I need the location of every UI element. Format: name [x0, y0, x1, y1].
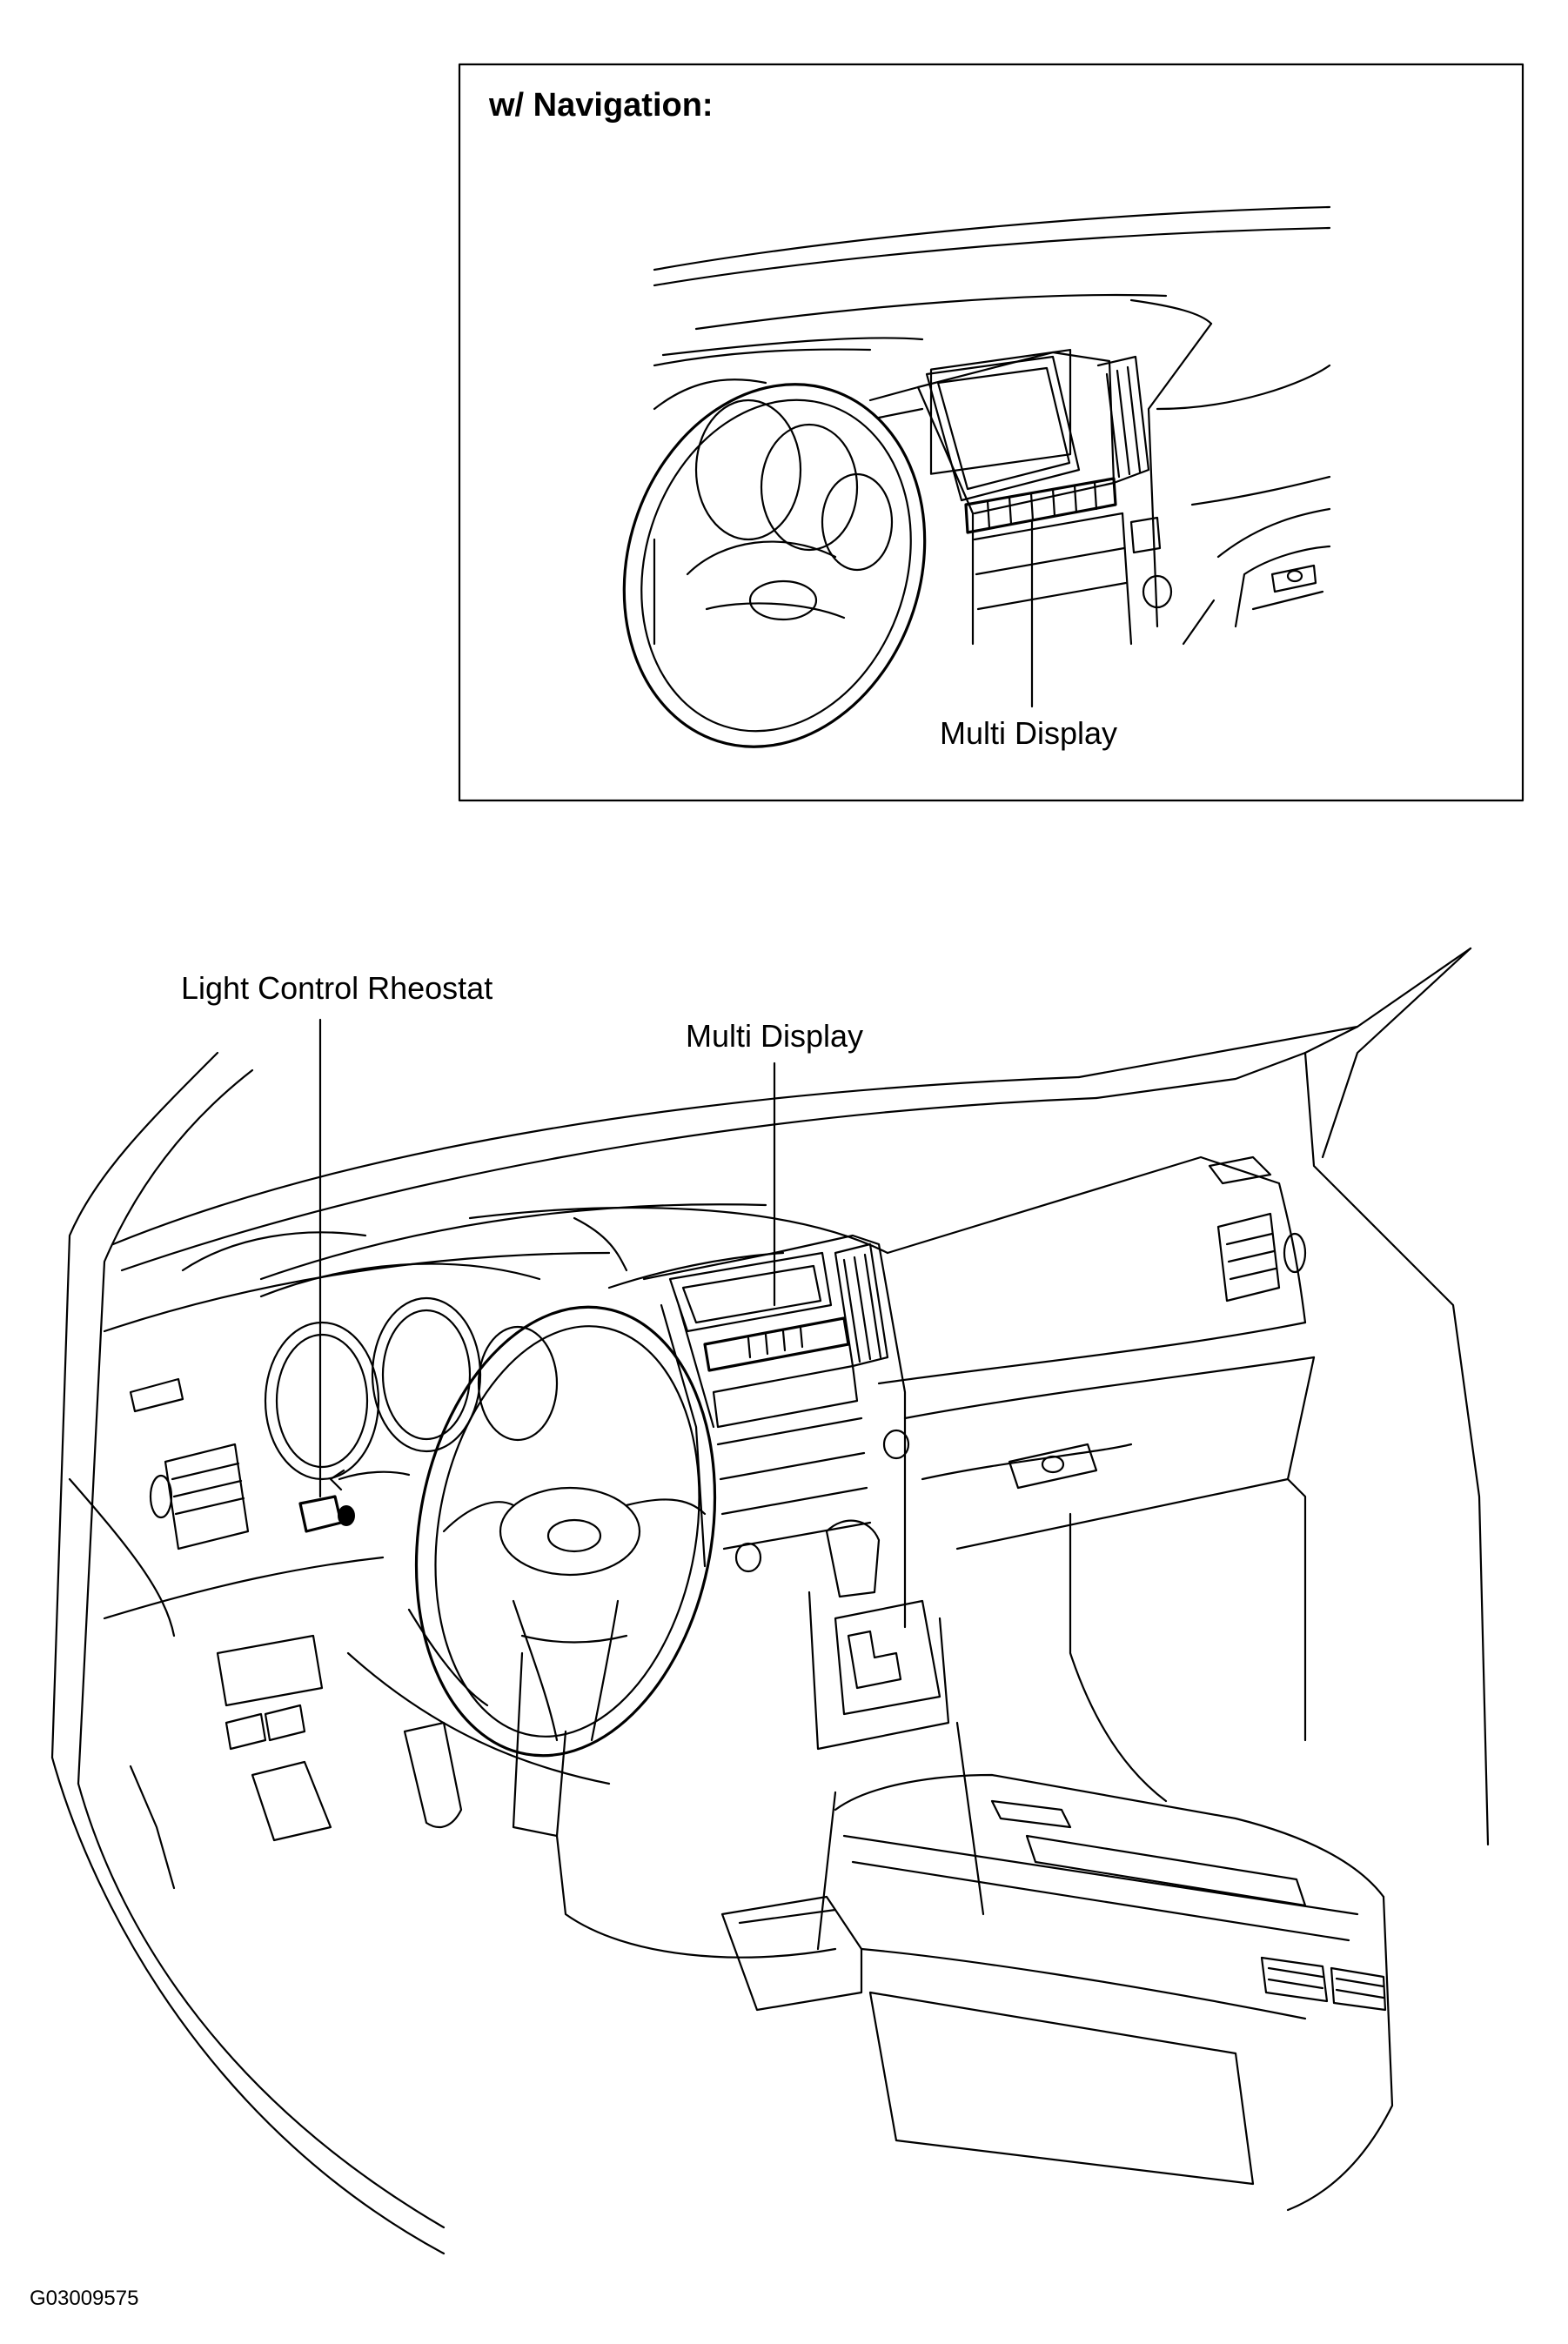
main-gauge-left: [264, 1321, 380, 1481]
inset-navigation-screen: [929, 349, 1072, 475]
main-gauge-right: [477, 1325, 559, 1442]
main-multi-display-label: Multi Display: [686, 1018, 864, 1054]
light-control-rheostat: [298, 1469, 411, 1533]
light-control-rheostat-label: Light Control Rheostat: [181, 970, 493, 1006]
inset-steering-wheel: [622, 383, 927, 748]
inset-navigation-view: [458, 63, 1524, 802]
inset-multi-display-label: Multi Display: [940, 715, 1118, 751]
main-dashboard-view: [50, 947, 1490, 2255]
main-multi-display: [668, 1251, 850, 1372]
center-console: [720, 1773, 1394, 2212]
main-gauge-center: [371, 1296, 482, 1453]
inset-frame: [458, 63, 1524, 802]
inset-display-buttons: [964, 477, 1117, 534]
figure-code: G03009575: [30, 2287, 139, 2310]
inset-title: w/ Navigation:: [489, 87, 714, 124]
main-steering-wheel: [414, 1305, 717, 1758]
